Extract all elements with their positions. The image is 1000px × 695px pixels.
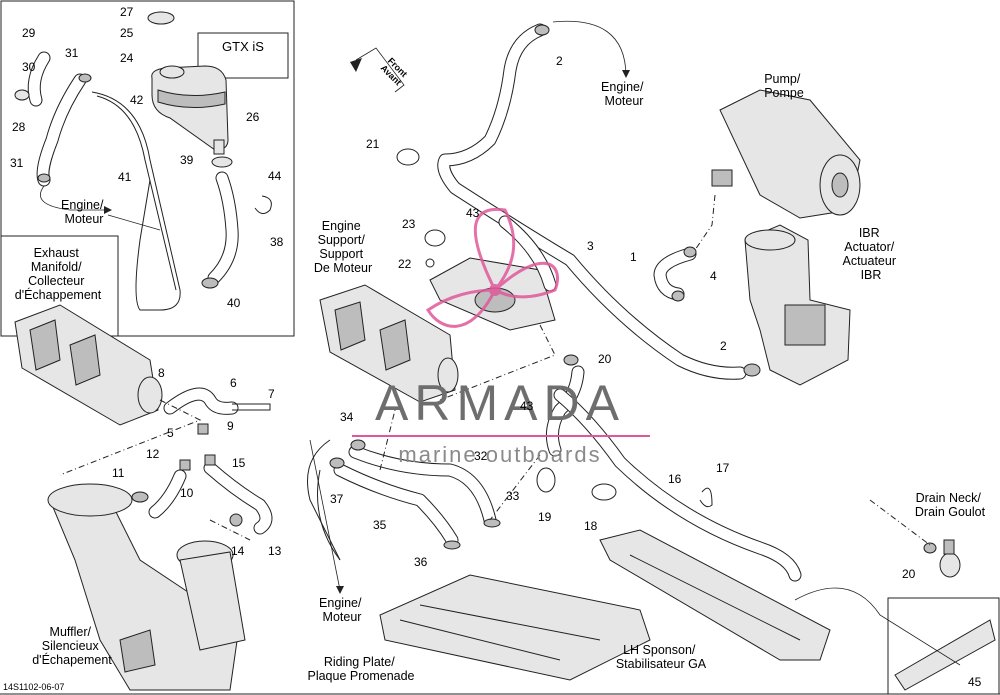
callout-1: 1 [630,250,637,264]
callout-43: 43 [466,206,480,220]
callout-34: 34 [340,410,354,424]
callout-12: 12 [146,447,160,461]
inset-detail [894,619,996,691]
main-hoses [307,23,937,582]
label-front: Front Avant [379,56,411,88]
watermark-tagline: marine outboards [398,442,601,467]
callout-2b: 2 [720,339,727,353]
callout-11: 11 [112,466,125,480]
footer-code: 14S1102-06-07 [3,682,64,692]
callout-40: 40 [227,296,241,310]
callout-38: 38 [270,235,284,249]
pump [711,89,861,219]
callout-13: 13 [268,544,282,558]
callout-10: 10 [180,486,194,500]
callout-29: 29 [22,26,36,40]
text-labels: GTX iS Engine/ Moteur Engine/ Moteur Eng… [3,39,986,692]
callout-45: 45 [968,675,982,689]
callout-41: 41 [118,170,132,184]
callout-31b: 31 [10,156,24,170]
callout-28: 28 [12,120,26,134]
callout-42: 42 [130,93,144,107]
label-pump: Pump/ Pompe [764,72,804,100]
drain-neck [939,539,961,578]
dashed-leaders [209,194,931,546]
reservoir-hoses [14,51,272,311]
callout-39: 39 [180,153,194,167]
callout-6: 6 [230,376,237,390]
callout-20b: 20 [902,567,916,581]
callout-numbers: 27 25 24 29 31 30 42 26 28 39 31 41 44 3… [10,5,982,689]
dashline-exhaust [59,399,202,476]
clamps [396,148,713,508]
callout-20: 20 [598,352,612,366]
callout-4: 4 [710,269,717,283]
callout-26: 26 [246,110,260,124]
callout-44: 44 [268,169,282,183]
callout-32: 32 [474,449,488,463]
callout-27: 27 [120,5,134,19]
callout-37: 37 [330,492,344,506]
callout-5: 5 [167,426,174,440]
callout-8: 8 [158,366,165,380]
exhaust-manifold [14,304,163,426]
callout-43b: 43 [520,399,534,413]
label-drain-neck: Drain Neck/ Drain Goulot [915,491,986,519]
label-ibr-actuator: IBR Actuator/ Actuateur IBR [843,226,900,282]
callout-35: 35 [373,518,387,532]
ibr-actuator [744,224,851,386]
callout-22: 22 [398,257,412,271]
coolant-reservoir [147,11,233,168]
callout-9: 9 [227,419,234,433]
callout-14: 14 [231,544,245,558]
label-riding-plate: Riding Plate/ Plaque Promenade [307,655,414,683]
callout-33: 33 [506,489,520,503]
callout-24: 24 [120,51,134,65]
label-muffler: Muffler/ Silencieux d'Échapement [32,625,112,667]
label-engine-moteur-2: Engine/ Moteur [61,198,107,226]
muffler [47,483,246,691]
label-sponson: LH Sponson/ Stabilisateur GA [616,643,707,671]
arrows [39,20,961,666]
callout-7: 7 [268,387,275,401]
callout-21: 21 [366,137,380,151]
watermark: ARMADA marine outboards [352,207,650,467]
label-engine-support: Engine Support/ Support De Moteur [314,219,372,275]
callout-3: 3 [587,239,594,253]
label-exhaust-manifold: Exhaust Manifold/ Collecteur d'Échappeme… [15,246,102,302]
callout-16: 16 [668,472,682,486]
label-engine-moteur-1: Engine/ Moteur [601,80,647,108]
label-engine-moteur-3: Engine/ Moteur [319,596,365,624]
central-manifold [319,284,459,403]
callout-2: 2 [556,54,563,68]
label-gtx: GTX iS [222,39,264,54]
watermark-logo [425,207,559,328]
callout-36: 36 [414,555,428,569]
callout-25: 25 [120,26,134,40]
callout-19: 19 [538,510,552,524]
callout-17: 17 [716,461,730,475]
callout-15: 15 [232,456,246,470]
callout-30: 30 [22,60,36,74]
exhaust-hoses [131,387,273,535]
callout-18: 18 [584,519,598,533]
callout-31: 31 [65,46,79,60]
watermark-brand: ARMADA [375,375,625,431]
callout-23: 23 [402,217,416,231]
sponson [599,529,831,661]
riding-plate [379,574,651,681]
